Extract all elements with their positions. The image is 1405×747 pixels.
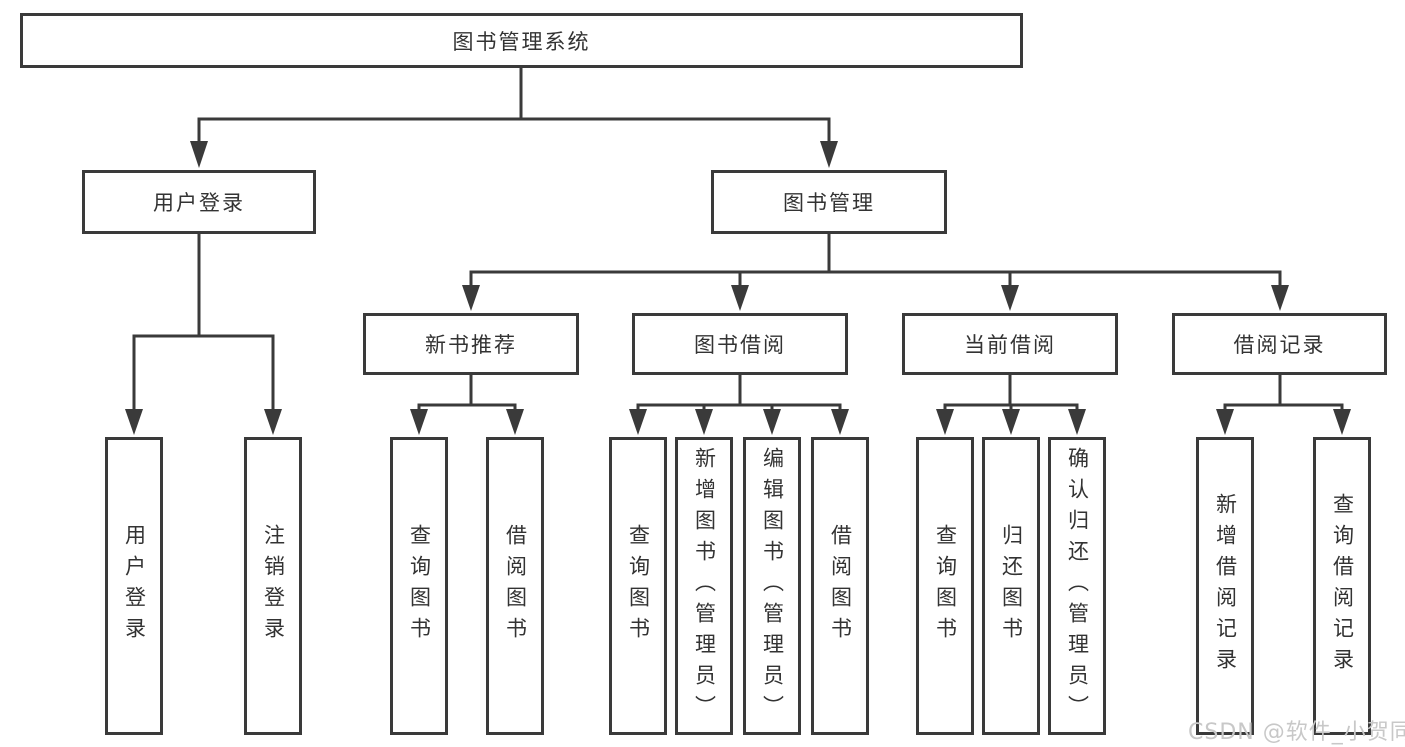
leaf-query-books-borrowing: 查询图书 (609, 437, 667, 735)
connector-user-login (132, 234, 275, 413)
arrow-down-icon (695, 409, 713, 435)
leaf-return-book: 归还图书 (982, 437, 1040, 735)
leaf-label: 确认归还（管理员） (1065, 446, 1090, 726)
node-new-book-recommendation: 新书推荐 (363, 313, 579, 375)
node-book-borrowing: 图书借阅 (632, 313, 848, 375)
leaf-query-borrow-record: 查询借阅记录 (1313, 437, 1371, 735)
arrow-down-icon (1333, 409, 1351, 435)
connector-current-borrowing (943, 375, 1079, 413)
node-user-login: 用户登录 (82, 170, 316, 234)
arrow-down-icon (936, 409, 954, 435)
connector-new-book-recommendation (417, 375, 517, 413)
arrow-down-icon (831, 409, 849, 435)
leaf-label: 编辑图书（管理员） (760, 446, 785, 726)
leaf-add-book-admin: 新增图书（管理员） (675, 437, 733, 735)
arrow-down-icon (462, 285, 480, 311)
arrow-down-icon (190, 141, 208, 168)
arrow-down-icon (1068, 409, 1086, 435)
leaf-borrow-books-recommend: 借阅图书 (486, 437, 544, 735)
leaf-label: 新增借阅记录 (1213, 493, 1238, 679)
connector-borrow-records (1223, 375, 1344, 413)
arrow-down-icon (731, 285, 749, 311)
leaf-query-books-recommend: 查询图书 (390, 437, 448, 735)
leaf-edit-book-admin: 编辑图书（管理员） (743, 437, 801, 735)
arrow-down-icon (1216, 409, 1234, 435)
arrow-down-icon (125, 409, 143, 435)
leaf-add-borrow-record: 新增借阅记录 (1196, 437, 1254, 735)
leaf-label: 注销登录 (261, 524, 286, 648)
arrow-down-icon (410, 409, 428, 435)
leaf-user-login: 用户登录 (105, 437, 163, 735)
node-library-management-system: 图书管理系统 (20, 13, 1023, 68)
csdn-watermark: CSDN @软件_小贺同学 (1188, 720, 1405, 745)
connector-root (197, 68, 831, 146)
leaf-label: 归还图书 (999, 524, 1024, 648)
connector-book-management (469, 234, 1282, 290)
leaf-query-books-current: 查询图书 (916, 437, 974, 735)
node-borrow-records: 借阅记录 (1172, 313, 1387, 375)
leaf-label: 用户登录 (122, 524, 147, 648)
leaf-label: 查询借阅记录 (1330, 493, 1355, 679)
arrow-down-icon (1001, 285, 1019, 311)
arrow-down-icon (1002, 409, 1020, 435)
leaf-label: 查询图书 (407, 524, 432, 648)
arrow-down-icon (820, 141, 838, 168)
connector-book-borrowing (636, 375, 842, 413)
leaf-label: 查询图书 (933, 524, 958, 648)
arrow-down-icon (506, 409, 524, 435)
leaf-logout: 注销登录 (244, 437, 302, 735)
leaf-label: 新增图书（管理员） (692, 446, 717, 726)
arrow-down-icon (1271, 285, 1289, 311)
arrow-down-icon (763, 409, 781, 435)
leaf-label: 借阅图书 (503, 524, 528, 648)
node-current-borrowing: 当前借阅 (902, 313, 1118, 375)
arrow-down-icon (629, 409, 647, 435)
leaf-label: 借阅图书 (828, 524, 853, 648)
node-book-management: 图书管理 (711, 170, 947, 234)
leaf-borrow-books-borrowing: 借阅图书 (811, 437, 869, 735)
leaf-confirm-return-admin: 确认归还（管理员） (1048, 437, 1106, 735)
arrow-down-icon (264, 409, 282, 435)
arrowhead-icons (125, 141, 1351, 435)
leaf-label: 查询图书 (626, 524, 651, 648)
